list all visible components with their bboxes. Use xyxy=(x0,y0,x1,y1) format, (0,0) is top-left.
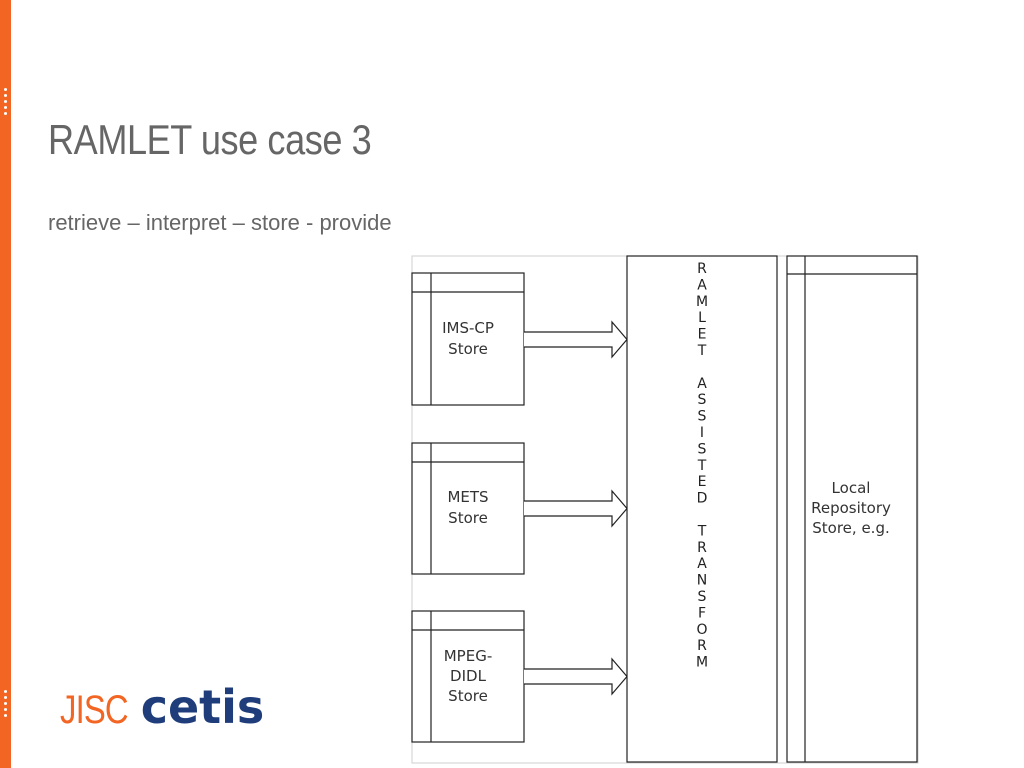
transform-label-letter: S xyxy=(698,409,707,425)
store-label-line: DIDL xyxy=(450,667,487,685)
transform-label-letter: N xyxy=(697,573,707,589)
orange-side-bar xyxy=(0,0,11,768)
transform-label-letter: F xyxy=(698,605,706,621)
slide-subtitle: retrieve – interpret – store - provide xyxy=(48,210,392,235)
transform-label-letter: I xyxy=(700,425,704,441)
transform-label-letter: O xyxy=(696,622,707,638)
transform-label-letter: A xyxy=(697,277,707,293)
logo-jisc-text: JISC xyxy=(60,688,129,732)
transform-label-letter: T xyxy=(697,343,707,359)
store-label-line: Store xyxy=(448,509,488,527)
transform-label-letter: M xyxy=(696,655,708,671)
transform-label-letter: T xyxy=(697,458,707,474)
local-repository-label-line: Repository xyxy=(811,499,891,517)
local-repository-label-line: Store, e.g. xyxy=(812,519,889,537)
transform-label-letter: S xyxy=(698,589,707,605)
slide-title: RAMLET use case 3 xyxy=(48,116,372,163)
transform-label-letter: S xyxy=(698,392,707,408)
transform-label-letter: R xyxy=(697,261,707,277)
store-label-line: Store xyxy=(448,687,488,705)
store-label-line: METS xyxy=(447,488,488,506)
transform-label-letter: D xyxy=(697,491,708,507)
store-box-ims-cp: IMS-CP Store xyxy=(411,272,525,406)
transform-label-letter: T xyxy=(697,523,707,539)
store-box-mpeg-didl: MPEG- DIDL Store xyxy=(411,610,525,743)
arrow-right-icon xyxy=(524,489,628,528)
jisc-cetis-logo: JISC cetis xyxy=(60,680,264,734)
arrow-right-icon xyxy=(524,320,628,359)
transform-label-letter: R xyxy=(697,540,707,556)
transform-label-letter: E xyxy=(698,474,707,490)
transform-label-letter: E xyxy=(698,327,707,343)
store-label-line: Store xyxy=(448,340,488,358)
ramlet-transform-box xyxy=(626,255,778,763)
transform-label-letter: R xyxy=(697,638,707,654)
transform-label-letter: L xyxy=(698,310,706,326)
transform-label-letter: M xyxy=(696,294,708,310)
store-label-line: MPEG- xyxy=(444,647,493,665)
store-box-mets: METS Store xyxy=(411,442,525,575)
transform-label-letter: A xyxy=(697,376,707,392)
side-bar-dots-top xyxy=(0,88,11,115)
side-bar-dots-bottom xyxy=(0,690,11,717)
local-repository-box: Local Repository Store, e.g. xyxy=(786,255,918,763)
transform-label-letter: S xyxy=(698,441,707,457)
transform-label-letter: A xyxy=(697,556,707,572)
logo-cetis-text: cetis xyxy=(140,680,265,734)
store-label-line: IMS-CP xyxy=(442,319,494,337)
local-repository-label-line: Local xyxy=(832,479,871,497)
arrow-right-icon xyxy=(524,657,628,696)
